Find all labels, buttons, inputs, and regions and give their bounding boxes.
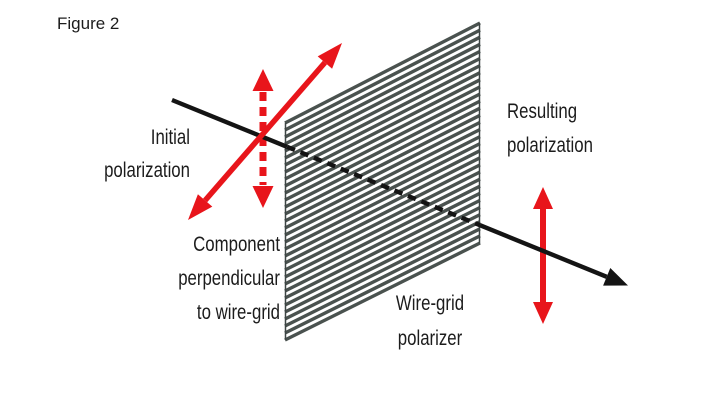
initial-polarization-label: Initial polarization [104,126,190,182]
resulting-polarization-arrow [533,187,553,324]
light-ray-arrow [171,97,628,286]
arrowhead-down-icon [252,186,274,208]
arrowhead-up-icon [533,187,553,209]
resulting-polarization-label: Resulting polarization [507,100,593,157]
arrowhead-up-icon [252,69,274,91]
wire-grid-stripes [284,21,481,342]
arrowhead-downleft-icon [188,194,213,220]
arrowhead-right-icon [603,268,628,286]
wire-grid-polarizer-label: Wire-grid polarizer [395,292,465,350]
initial-polarization-arrow [188,43,342,220]
wire-grid-polarizer-panel [284,21,481,342]
arrowhead-down-icon [533,302,553,324]
perpendicular-component-label: Component perpendicular to wire-grid [178,233,280,324]
figure-caption: Figure 2 [57,14,120,33]
arrowhead-upright-icon [317,43,342,69]
